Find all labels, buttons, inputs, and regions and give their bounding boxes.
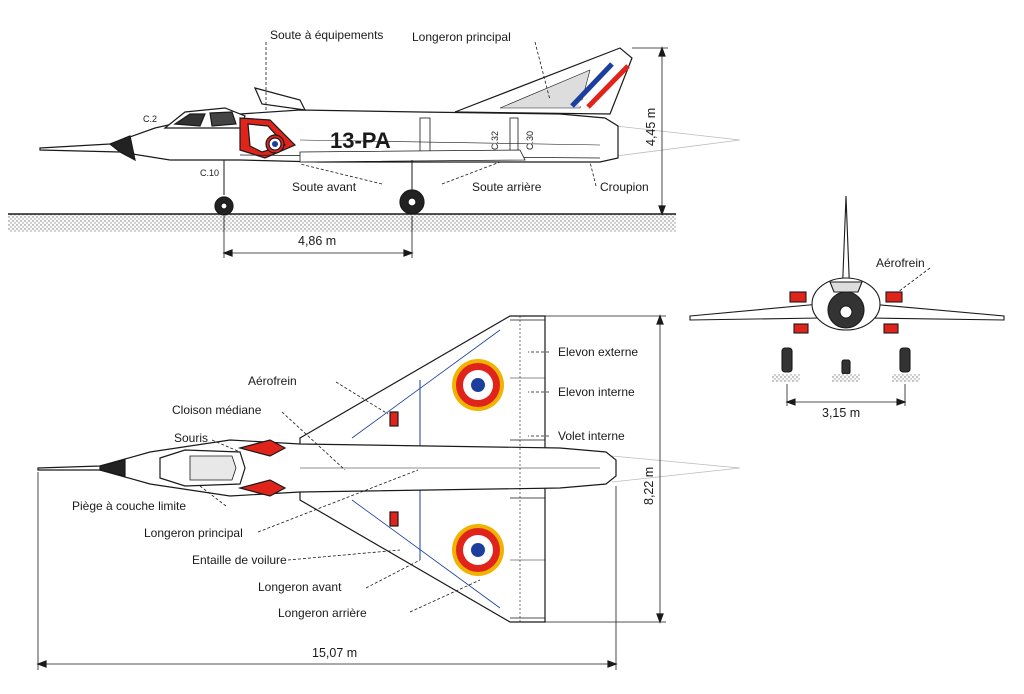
dimension-length: 15,07 m — [312, 646, 358, 660]
label-soute-equipements: Soute à équipements — [270, 28, 384, 42]
label-elevon-externe: Elevon externe — [558, 345, 639, 359]
label-cloison-mediane: Cloison médiane — [172, 403, 262, 417]
label-entaille: Entaille de voilure — [192, 553, 287, 567]
label-soute-avant: Soute avant — [292, 180, 357, 194]
label-soute-arriere: Soute arrière — [472, 180, 542, 194]
side-c10: C.10 — [200, 168, 219, 178]
side-marking: 13-PA — [330, 128, 391, 153]
label-longeron-avant: Longeron avant — [258, 580, 342, 594]
dimension-height: 4,45 m — [644, 107, 658, 146]
label-aerofrein-front: Aérofrein — [876, 256, 925, 270]
dimension-wheelbase: 4,86 m — [298, 234, 337, 248]
label-croupion: Croupion — [600, 180, 649, 194]
label-aerofrein-top: Aérofrein — [248, 374, 297, 388]
side-view — [8, 41, 741, 258]
label-longeron-principal-side: Longeron principal — [412, 30, 511, 44]
dimension-span: 8,22 m — [642, 466, 656, 505]
side-c2: C.2 — [143, 114, 157, 124]
label-longeron-arriere: Longeron arrière — [278, 606, 367, 620]
label-elevon-interne: Elevon interne — [558, 385, 635, 399]
ground-strip — [8, 214, 676, 232]
front-view — [689, 195, 1005, 406]
side-c32: C.32 — [490, 131, 500, 150]
label-souris: Souris — [174, 431, 209, 445]
top-view — [36, 314, 741, 670]
label-longeron-principal-top: Longeron principal — [144, 526, 243, 540]
label-piege: Piège à couche limite — [72, 499, 187, 513]
dimension-track: 3,15 m — [822, 406, 861, 420]
label-volet-interne: Volet interne — [558, 429, 625, 443]
side-c30: C.30 — [525, 131, 535, 150]
